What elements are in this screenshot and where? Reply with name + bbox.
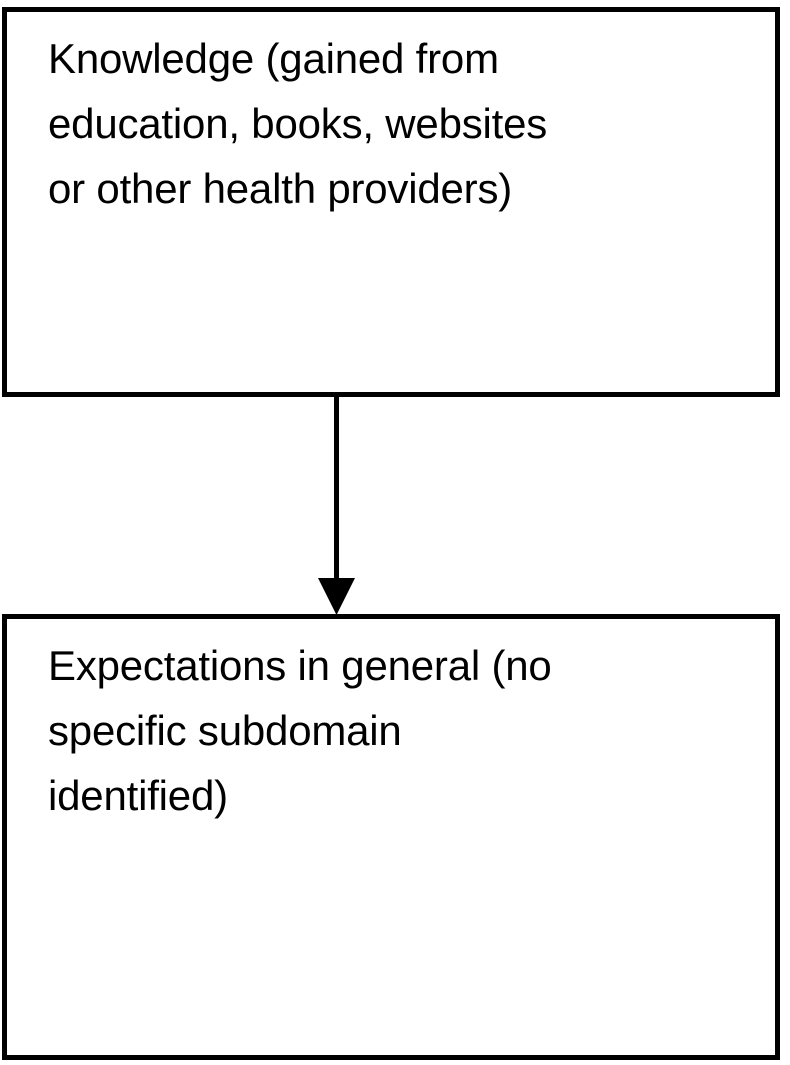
- node-knowledge[interactable]: Knowledge (gained from education, books,…: [2, 7, 780, 397]
- node-expectations[interactable]: Expectations in general (no specific sub…: [2, 614, 780, 1060]
- edge-arrowhead-icon: [318, 578, 355, 615]
- node-expectations-label: Expectations in general (no specific sub…: [48, 642, 552, 819]
- node-knowledge-label: Knowledge (gained from education, books,…: [48, 35, 548, 212]
